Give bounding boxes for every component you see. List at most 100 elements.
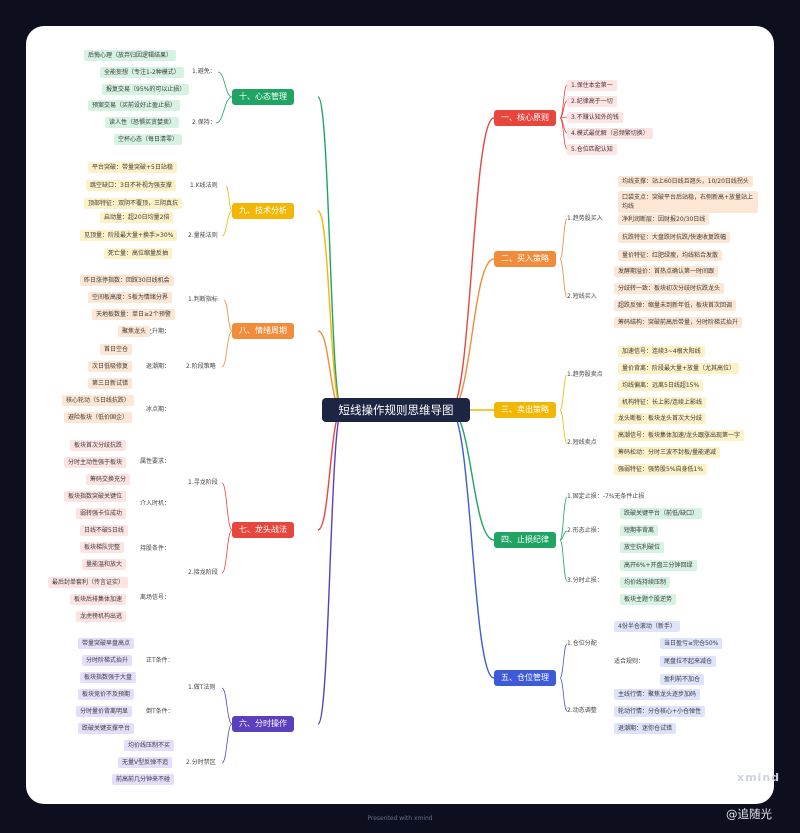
- topic-sentiment-cycle[interactable]: 八、情绪周期: [232, 323, 294, 339]
- leaf[interactable]: 轮动行情：分仓核心+小仓弹性: [614, 706, 706, 717]
- leaf[interactable]: 启动量：超20日均量2倍: [100, 212, 174, 223]
- leaf[interactable]: 见顶量：阶段最大量+换手>30%: [80, 230, 178, 241]
- leaf[interactable]: 板块后排集体加速: [70, 594, 127, 605]
- branch-freeze[interactable]: 冰点期：: [146, 406, 171, 413]
- leaf[interactable]: 板块主题个股逆势: [620, 594, 677, 605]
- leaf[interactable]: 第三日新试错: [88, 378, 133, 389]
- leaf[interactable]: 分时量价背离明显: [76, 706, 133, 717]
- branch-entry-timing[interactable]: 介入时机：: [140, 500, 171, 507]
- branch-ebb[interactable]: 退潮期：: [146, 363, 171, 370]
- leaf[interactable]: 净利润断层：因财报20/30日线: [618, 214, 710, 225]
- topic-position-mgmt[interactable]: 五、仓位管理: [494, 670, 556, 686]
- leaf[interactable]: 当日盈亏≥完仓50%: [660, 638, 723, 649]
- leaf[interactable]: 跌破关键平台（前低/缺口）: [620, 508, 703, 519]
- branch-positive-t[interactable]: 正T条件：: [146, 657, 174, 664]
- leaf[interactable]: 发酵期溢价：首热点确认第一时间跟: [614, 266, 719, 277]
- branch-exit-signal[interactable]: 离场信号：: [140, 594, 171, 601]
- leaf[interactable]: 跌破关键支撑平台: [78, 723, 135, 734]
- branch-avoid[interactable]: 1.避免：: [192, 68, 216, 75]
- root-topic[interactable]: 短线操作规则思维导图: [322, 398, 470, 422]
- branch-reverse-t[interactable]: 倒T条件：: [146, 708, 174, 715]
- leaf[interactable]: 龙虎榜机构出逃: [76, 611, 127, 622]
- leaf[interactable]: 昨日涨停指数：回踩30日线机会: [80, 275, 174, 286]
- leaf[interactable]: 核心轮动（5日线抗跌）: [62, 395, 134, 406]
- branch-t-trade[interactable]: 1.做T法则: [188, 684, 216, 691]
- leaf[interactable]: 强弱特征：强势股5%自身低1%: [614, 464, 708, 475]
- leaf[interactable]: 2.纪律高于一切: [567, 96, 617, 107]
- topic-leader-tactics[interactable]: 七、龙头战法: [232, 522, 294, 538]
- leaf[interactable]: 全能妄想（专注1-2种模式）: [100, 67, 184, 78]
- leaf[interactable]: 5.仓位匹配认知: [567, 144, 617, 155]
- branch-suitable-rules[interactable]: 适合规则：: [614, 658, 645, 665]
- leaf[interactable]: 聚焦龙头: [118, 326, 151, 337]
- leaf[interactable]: 加速信号：连续3~4根大阳线: [618, 346, 705, 357]
- leaf[interactable]: 量价背离：阶段最大量+放量（尤其高位）: [618, 363, 740, 374]
- leaf[interactable]: 最后封单套利（传言证实）: [48, 577, 129, 588]
- leaf[interactable]: 板块指数突破关键位: [64, 491, 127, 502]
- leaf[interactable]: 高潮信号：板块集体加速/龙头跟涨出现第一字: [614, 430, 745, 441]
- leaf[interactable]: 3.不赚认知外的钱: [567, 112, 623, 123]
- leaf[interactable]: 跳空缺口：3日不补视为强支撑: [86, 180, 176, 191]
- leaf[interactable]: 板块竞价不及预期: [78, 689, 135, 700]
- leaf[interactable]: 超跌反弹：缩量未到新年低，板块首次回调: [614, 300, 737, 311]
- branch-fixed-stop[interactable]: 1.固定止损：-7%无条件止损: [567, 493, 645, 500]
- leaf[interactable]: 退潮期：迷你仓试错: [614, 723, 677, 734]
- leaf[interactable]: 顶部特征：双阴不覆顶，三阴真抗: [84, 198, 183, 209]
- branch-forbidden[interactable]: 2.分时禁区: [186, 759, 216, 766]
- leaf[interactable]: 盈利前不加仓: [660, 674, 705, 685]
- leaf[interactable]: 口袋支点：突破平台后站稳，右侧新高+放量站上均线: [618, 191, 758, 213]
- leaf[interactable]: 空间板高度：5板为情绪分界: [88, 292, 172, 303]
- topic-core-principles[interactable]: 一、核心原则: [494, 110, 556, 126]
- leaf[interactable]: 筹码结构：突破前高后带量，分时阶梯式抬升: [614, 317, 743, 328]
- branch-hold-condition[interactable]: 持股条件：: [140, 545, 171, 552]
- branch-trend-sell[interactable]: 1.趋势股卖点: [567, 371, 603, 378]
- leaf[interactable]: 板块首次分歧抗跌: [70, 440, 127, 451]
- leaf[interactable]: 量价特征：红肥绿瘦，均线粘合发散: [618, 250, 723, 261]
- leaf[interactable]: 无量V型反弹不追: [118, 757, 173, 768]
- topic-buy-strategy[interactable]: 二、买入策略: [494, 251, 556, 267]
- leaf[interactable]: 高开6%+开盘三分钟回绿: [620, 560, 697, 571]
- leaf[interactable]: 日线不破5日线: [80, 525, 128, 536]
- leaf[interactable]: 首日空仓: [100, 344, 133, 355]
- leaf[interactable]: 均价线持续压制: [620, 577, 671, 588]
- branch-find-leader[interactable]: 1.寻龙阶段: [188, 479, 218, 486]
- leaf[interactable]: 主线行情：聚焦龙头逐步加码: [614, 689, 701, 700]
- leaf[interactable]: 天地板数量：单日≥2个预警: [92, 309, 175, 320]
- leaf[interactable]: 分时阶梯式抬升: [82, 655, 133, 666]
- leaf[interactable]: 前高前几分钟来不碰: [112, 774, 175, 785]
- leaf[interactable]: 筹码交换充分: [86, 474, 131, 485]
- leaf[interactable]: 次日低吸修复: [88, 361, 133, 372]
- leaf[interactable]: 4.模式最优解（忌频繁切换）: [567, 128, 653, 139]
- leaf[interactable]: 空杯心态（每日清零）: [114, 134, 183, 145]
- leaf[interactable]: 机构特征：长上影/连续上影线: [618, 397, 707, 408]
- branch-dynamic-adjust[interactable]: 2.动态调整: [567, 707, 597, 714]
- leaf[interactable]: 4份半仓滚动（新手）: [614, 621, 680, 632]
- leaf[interactable]: 均线偏离：远离5日线超15%: [618, 380, 704, 391]
- leaf[interactable]: 短期非背离: [620, 525, 659, 536]
- leaf[interactable]: 后悔心理（放弃归因逻辑结果）: [84, 50, 177, 61]
- leaf[interactable]: 带量突破早盘高点: [78, 638, 135, 649]
- leaf[interactable]: 1.保住本金第一: [567, 80, 617, 91]
- branch-intraday-stop[interactable]: 3.分时止损：: [567, 577, 603, 584]
- topic-intraday[interactable]: 六、分时操作: [232, 716, 294, 732]
- branch-main-rise[interactable]: 主升期：: [146, 328, 171, 335]
- topic-stop-loss[interactable]: 四、止损纪律: [494, 532, 556, 548]
- leaf[interactable]: 板块指数强于大盘: [80, 672, 137, 683]
- branch-kline[interactable]: 1.K线法则: [190, 182, 218, 189]
- leaf[interactable]: 筹码松动：分时三波不封板/量能递减: [614, 447, 721, 458]
- leaf[interactable]: 均价线压制不买: [124, 740, 175, 751]
- topic-technical[interactable]: 九、技术分析: [232, 203, 294, 219]
- leaf[interactable]: 弱转强卡位成功: [76, 508, 127, 519]
- leaf[interactable]: 避险板块（低价国企）: [64, 412, 133, 423]
- leaf[interactable]: 抗跌特征：大盘跌时抗跌/快速收复跌幅: [618, 232, 731, 243]
- leaf[interactable]: 报复交易（95%的可以止损）: [102, 84, 190, 95]
- leaf[interactable]: 分时主动性强于板块: [64, 457, 127, 468]
- leaf[interactable]: 预案交易（买前设好止盈止损）: [88, 100, 181, 111]
- leaf[interactable]: 量能温和放大: [82, 559, 127, 570]
- branch-short-buy[interactable]: 2.短线买入: [567, 293, 597, 300]
- leaf[interactable]: 均线支撑：站上60日线且翘头，10/20日线拐头: [618, 176, 753, 187]
- leaf[interactable]: 平台突破：带量突破+5日站稳: [88, 162, 177, 173]
- leaf[interactable]: 放空抗利破位: [620, 542, 665, 553]
- branch-keep[interactable]: 2.保持：: [192, 119, 216, 126]
- branch-short-sell[interactable]: 2.短线卖点: [567, 439, 597, 446]
